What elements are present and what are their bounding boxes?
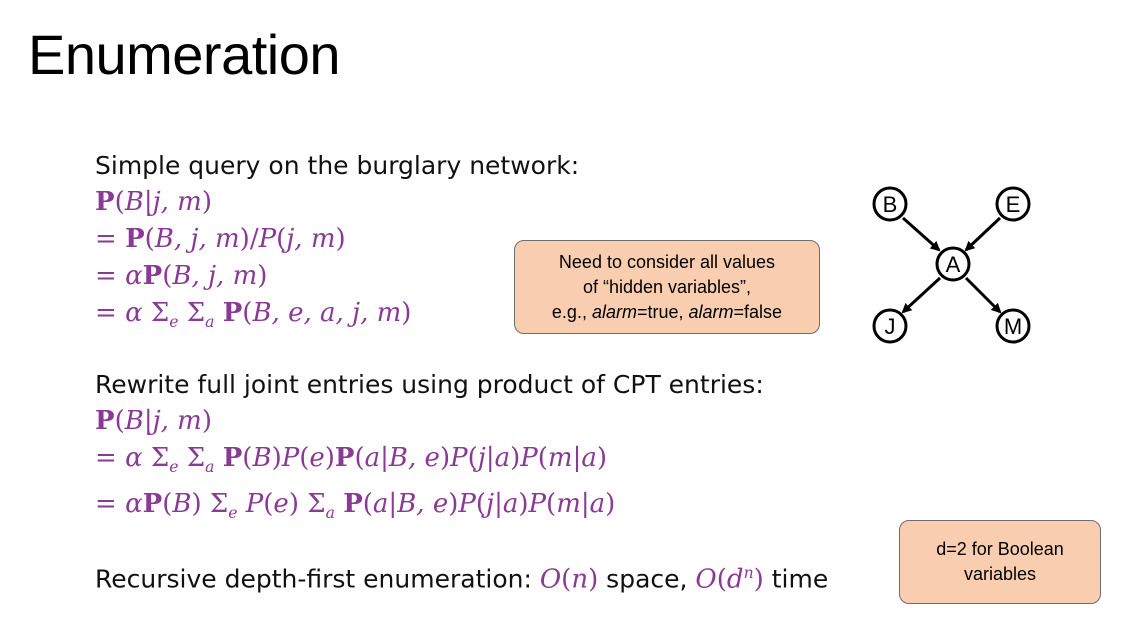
edge-e-a (964, 216, 1002, 252)
section2-line-1: P(B|j, m) (95, 406, 212, 437)
edge-b-a (902, 216, 941, 252)
callout1-line2: of “hidden variables”, (582, 276, 752, 297)
edge-a-j (901, 276, 942, 314)
callout2-line1: d=2 for Boolean (936, 539, 1064, 559)
callout2-line2: variables (963, 564, 1037, 584)
svg-text:M: M (1004, 314, 1022, 339)
svg-text:J: J (885, 314, 896, 339)
burglary-network-diagram: B E A J M (872, 186, 1031, 344)
callout1-line3: e.g., alarm=true, alarm=false (551, 301, 783, 322)
node-j: J (872, 308, 908, 344)
node-b: B (872, 186, 908, 222)
section1-line-4: = α Σe Σa P(B, e, a, j, m) (95, 298, 412, 332)
slide-content: Simple query on the burglary network: P(… (95, 148, 855, 598)
section1-line-1: P(B|j, m) (95, 187, 212, 217)
callout1-line1: Need to consider all values (558, 251, 776, 272)
section1-line-3: = αP(B, j, m) (95, 261, 268, 291)
section2-heading: Rewrite full joint entries using product… (95, 370, 764, 400)
svg-text:E: E (1006, 192, 1021, 217)
section3-line: Recursive depth-first enumeration: O(n) … (95, 563, 829, 595)
svg-text:A: A (946, 252, 961, 277)
page-title: Enumeration (28, 23, 341, 86)
section2-line-3: = αP(B) Σe P(e) Σa P(a|B, e)P(j|a)P(m|a) (95, 489, 616, 523)
section2-line-2: = α Σe Σa P(B)P(e)P(a|B, e)P(j|a)P(m|a) (95, 443, 608, 477)
section1-heading: Simple query on the burglary network: (95, 151, 580, 180)
node-a: A (935, 246, 971, 282)
hidden-variables-callout: Need to consider all values of “hidden v… (514, 240, 820, 334)
node-e: E (995, 186, 1031, 222)
edge-a-m (964, 276, 1002, 314)
boolean-callout: d=2 for Boolean variables (899, 520, 1101, 604)
node-m: M (995, 308, 1031, 344)
svg-text:B: B (883, 192, 898, 217)
section1-line-2: = P(B, j, m)/P(j, m) (95, 224, 346, 254)
